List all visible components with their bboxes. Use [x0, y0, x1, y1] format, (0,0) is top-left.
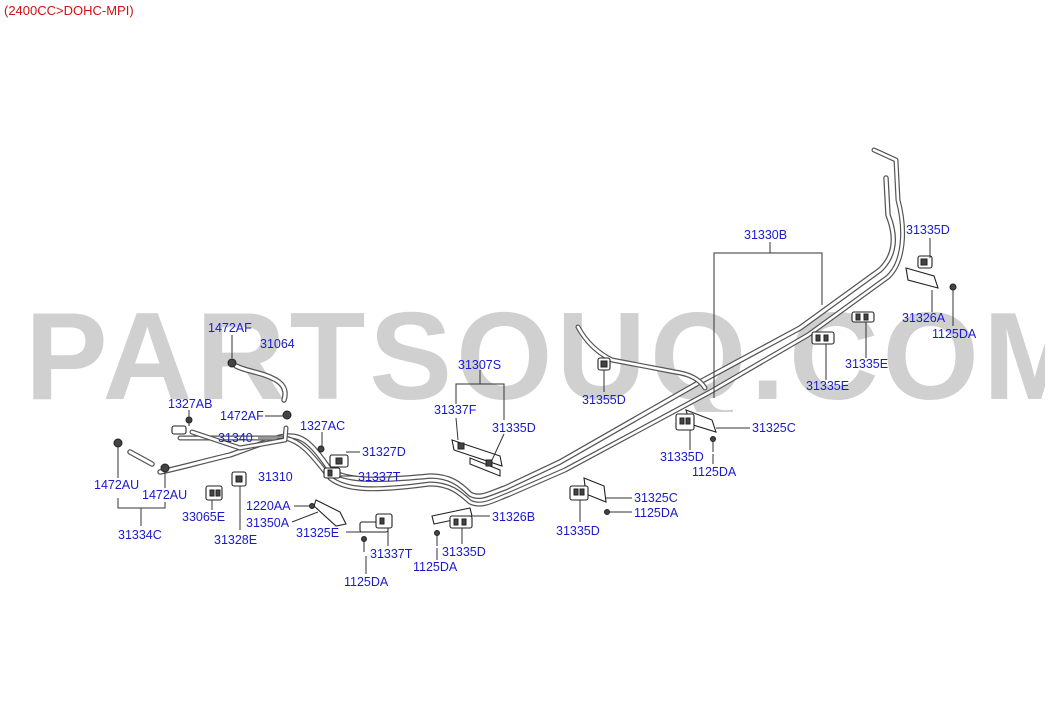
callout-1220AA: 1220AA [246, 499, 291, 513]
callout-31337T: 31337T [358, 470, 401, 484]
callout-31328E: 31328E [214, 533, 257, 547]
callout-1327AC: 1327AC [300, 419, 345, 433]
bolt-1220AA [309, 503, 315, 509]
fuel-line-secondary [177, 147, 906, 507]
callout-1472AU: 1472AU [94, 478, 139, 492]
callout-31355D: 31355D [582, 393, 626, 407]
hose-31334C [127, 449, 155, 467]
bracket-31325C-right [675, 409, 717, 433]
callout-1472AF: 1472AF [208, 321, 252, 335]
callout-31335D: 31335D [906, 223, 950, 237]
callout-31335D: 31335D [660, 450, 704, 464]
pipe-31340 [189, 425, 289, 451]
callout-31310: 31310 [258, 470, 293, 484]
callout-1125DA: 1125DA [932, 327, 977, 341]
vapor-line-31355D [575, 324, 708, 391]
callout-31337T: 31337T [370, 547, 413, 561]
callout-1472AU: 1472AU [142, 488, 187, 502]
callout-1327AB: 1327AB [168, 397, 212, 411]
clamp-1472AU-left [113, 438, 123, 448]
callout-31335D: 31335D [556, 524, 600, 538]
callout-1125DA: 1125DA [634, 506, 679, 520]
callout-31064: 31064 [260, 337, 295, 351]
clamp-1472AF-upper [227, 358, 237, 368]
bracket-31325C-center [569, 477, 607, 503]
clamp-1472AF-lower [282, 410, 292, 420]
callout-1472AF: 1472AF [220, 409, 264, 423]
callout-31325C: 31325C [752, 421, 796, 435]
engine-spec-label: (2400CC>DOHC-MPI) [4, 3, 134, 18]
callout-33065E: 33065E [182, 510, 225, 524]
connector-1327AC [317, 445, 325, 453]
bolt-1125DA-left [361, 536, 367, 552]
bolt-1125DA-right [710, 436, 716, 452]
callout-31326A: 31326A [902, 311, 946, 325]
bracket-31326B [431, 507, 473, 529]
callout-31340: 31340 [218, 431, 253, 445]
callout-31334C: 31334C [118, 528, 162, 542]
clamp-1472AU-right [160, 463, 170, 473]
callout-31335E: 31335E [806, 379, 849, 393]
bolt-1125DA-top [949, 283, 957, 291]
callout-31327D: 31327D [362, 445, 406, 459]
callout-31337F: 31337F [434, 403, 477, 417]
clip-31355D [597, 357, 611, 371]
holder-31327D [329, 454, 349, 468]
callout-1125DA: 1125DA [692, 465, 737, 479]
bolt-1125DA-lower [604, 509, 610, 515]
hose-31064 [233, 363, 288, 403]
callout-31307S: 31307S [458, 358, 501, 372]
clip-33065E [205, 485, 223, 501]
callout-31335D: 31335D [442, 545, 486, 559]
callout-31350A: 31350A [246, 516, 290, 530]
connector-31307S [451, 439, 503, 477]
leader-lines [117, 238, 954, 574]
clip-31328E [231, 471, 247, 487]
callout-31335E: 31335E [845, 357, 888, 371]
callout-31335D: 31335D [492, 421, 536, 435]
callout-31330B: 31330B [744, 228, 787, 242]
callout-31325C: 31325C [634, 491, 678, 505]
clip-31337T-upper [323, 467, 341, 479]
callout-1125DA: 1125DA [413, 560, 458, 574]
bracket-31350A [313, 499, 347, 527]
callout-1125DA: 1125DA [344, 575, 389, 589]
bracket-31325E [359, 513, 393, 533]
clip-31335E-upper [851, 311, 875, 323]
bolt-1125DA-center [434, 530, 440, 546]
bracket-31326A [905, 255, 939, 289]
callout-31325E: 31325E [296, 526, 339, 540]
callout-31326B: 31326B [492, 510, 535, 524]
watermark: PARTSOUQ.COM [25, 302, 1045, 412]
clip-31335E-lower [811, 331, 835, 345]
